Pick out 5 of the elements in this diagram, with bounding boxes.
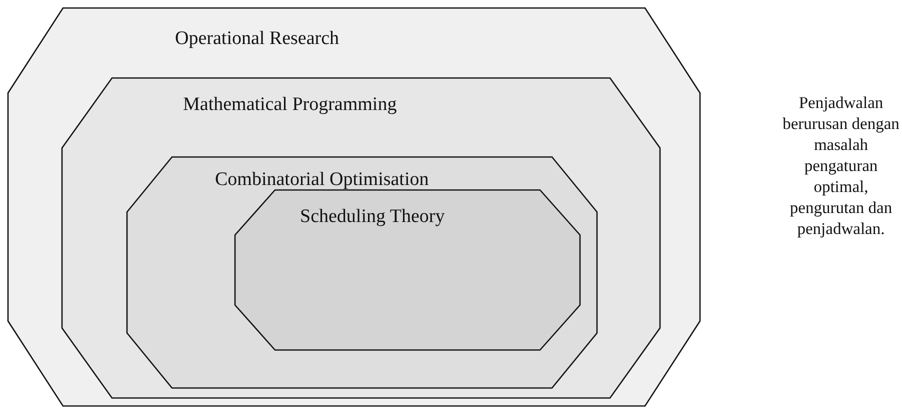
region-title: Operational Research [175, 28, 340, 50]
region-title: Scheduling Theory [300, 206, 445, 228]
region-title: Mathematical Programming [183, 94, 397, 116]
region-title: Combinatorial Optimisation [215, 169, 429, 191]
note-text: Penjadwalan berurusan dengan masalah pengaturan optimal, pengurutan dan penjadwalan. [782, 92, 900, 239]
